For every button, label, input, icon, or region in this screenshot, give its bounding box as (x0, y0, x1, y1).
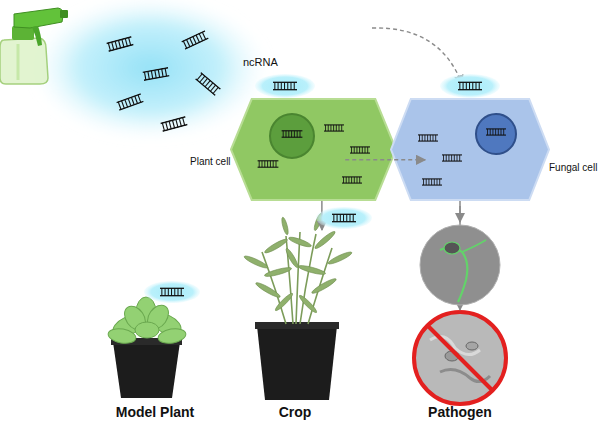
cell-hexagon: Plant cell (230, 98, 397, 201)
node-label: Plant cell (190, 156, 236, 168)
crop-illustration (243, 213, 353, 400)
ncrna-badge (440, 74, 500, 98)
model-plant-illustration (107, 297, 187, 398)
illustration-panel: Pathogen (410, 310, 510, 422)
illustration-panel: Crop (245, 230, 345, 422)
uptake-arrow (372, 28, 462, 84)
hexagon-shape (231, 99, 396, 200)
node-label: Fungal cell (549, 162, 599, 174)
node-label: Model Plant (80, 404, 230, 420)
flow-arrow (459, 201, 461, 310)
ncrna-badge (316, 207, 372, 229)
ncrna-badge (255, 74, 315, 98)
spray-mist (32, 0, 268, 140)
rna-molecules (106, 31, 220, 131)
pathogen-illustration (414, 312, 506, 404)
ncrna-badge (144, 281, 200, 303)
hexagon-outline (230, 98, 397, 201)
cell-hexagon: Fungal cell (390, 98, 550, 201)
fungus-micrograph (420, 206, 500, 305)
spray-bottle (0, 8, 68, 84)
hexagon-shape (391, 99, 549, 200)
flow-arrow (321, 201, 323, 230)
node-label: Pathogen (390, 404, 530, 420)
hexagon-outline (390, 98, 550, 201)
illustration-panel: Model Plant (100, 285, 210, 422)
molecule-label: ncRNA (243, 56, 278, 68)
node-label: Crop (225, 404, 365, 420)
